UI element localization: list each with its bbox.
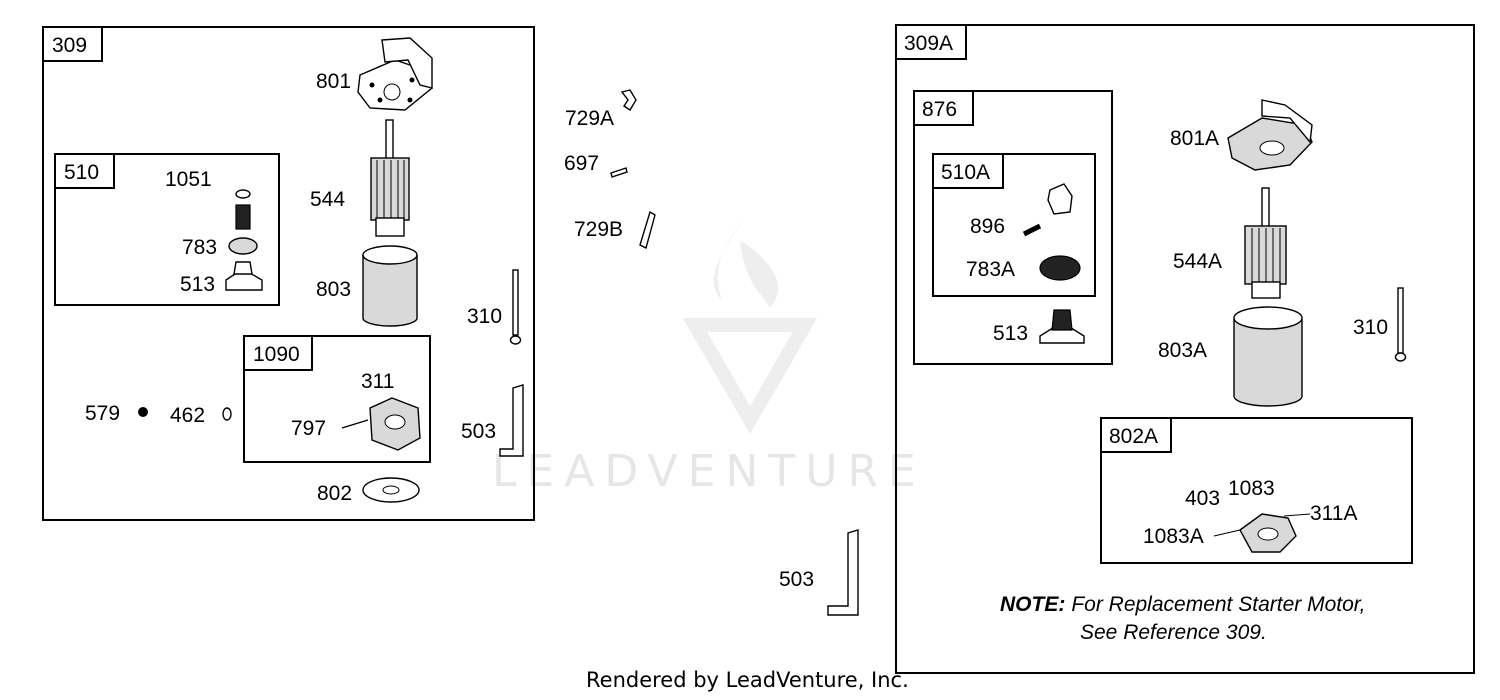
- box-510: 510 1051 783 513: [54, 153, 280, 306]
- part-1051-783-513-drawing: [225, 189, 263, 291]
- box-510-ref: 510: [64, 161, 99, 184]
- part-462-drawing: [222, 407, 232, 421]
- box-876: 876 510A 896 783A 513: [913, 90, 1113, 365]
- label-579[interactable]: 579: [85, 402, 120, 425]
- label-311A[interactable]: 311A: [1310, 502, 1358, 525]
- label-503-lower[interactable]: 503: [779, 568, 814, 591]
- label-513[interactable]: 513: [180, 273, 215, 296]
- box-1090: 1090 311 797: [243, 335, 431, 463]
- part-503-drawing: [499, 384, 524, 457]
- part-801A-drawing: [1227, 99, 1313, 171]
- box-309-ref: 309: [52, 34, 87, 57]
- part-729A-drawing: [620, 89, 637, 111]
- box-510A-ref: 510A: [941, 161, 990, 184]
- note-label: NOTE:: [1000, 593, 1065, 616]
- part-729B-drawing: [639, 210, 656, 250]
- label-503[interactable]: 503: [461, 420, 496, 443]
- label-1083A[interactable]: 1083A: [1143, 525, 1204, 548]
- watermark-text: LEADVENTURE: [492, 446, 926, 497]
- label-1083[interactable]: 1083: [1228, 477, 1275, 500]
- label-896[interactable]: 896: [970, 215, 1005, 238]
- label-544A[interactable]: 544A: [1173, 250, 1222, 273]
- label-803A[interactable]: 803A: [1158, 339, 1207, 362]
- label-462[interactable]: 462: [170, 404, 205, 427]
- box-1090-ref: 1090: [253, 343, 300, 366]
- box-802A-ref: 802A: [1109, 425, 1158, 448]
- box-309A: 309A 876 510A 896 783A 513: [895, 24, 1475, 674]
- label-513-A[interactable]: 513: [993, 322, 1028, 345]
- note-line1: For Replacement Starter Motor,: [1071, 593, 1365, 616]
- box-876-ref: 876: [922, 98, 957, 121]
- part-544-drawing: [370, 119, 410, 237]
- box-309: 309 801 544 803 51: [42, 26, 535, 521]
- label-729B[interactable]: 729B: [574, 218, 623, 241]
- watermark-logo: [682, 218, 818, 434]
- label-310-A[interactable]: 310: [1353, 316, 1388, 339]
- label-801A[interactable]: 801A: [1170, 127, 1219, 150]
- label-1051[interactable]: 1051: [165, 168, 212, 191]
- label-729A[interactable]: 729A: [565, 107, 614, 130]
- label-797[interactable]: 797: [291, 417, 326, 440]
- part-310-A-drawing: [1394, 287, 1407, 362]
- part-801-drawing: [357, 37, 433, 111]
- part-579-drawing: [138, 407, 148, 417]
- label-403[interactable]: 403: [1185, 487, 1220, 510]
- part-802-drawing: [362, 477, 420, 503]
- box-802A: 802A 403 1083 1083A 311A: [1100, 417, 1413, 564]
- label-802[interactable]: 802: [317, 482, 352, 505]
- label-697[interactable]: 697: [564, 152, 599, 175]
- part-310-drawing: [509, 269, 522, 345]
- part-783A-drawing: [1039, 255, 1081, 281]
- label-544[interactable]: 544: [310, 188, 345, 211]
- label-311[interactable]: 311: [361, 370, 394, 393]
- box-309A-ref: 309A: [904, 32, 953, 55]
- label-783A[interactable]: 783A: [966, 258, 1015, 281]
- box-510A: 510A 896 783A: [932, 153, 1096, 297]
- note-line2: See Reference 309.: [1080, 621, 1267, 644]
- loose-parts: 729A 697 729B 310 503 503: [461, 89, 859, 616]
- part-503-lower-drawing: [827, 529, 859, 616]
- part-697-drawing: [610, 167, 628, 178]
- part-513-A-drawing: [1039, 309, 1085, 344]
- svg-text:NOTE:For Replacement Starter M: NOTE: For Replacement Starter Motor,: [1000, 593, 1365, 616]
- part-311-797-drawing: [341, 397, 421, 451]
- footer-credit: Rendered by LeadVenture, Inc.: [586, 668, 909, 692]
- label-310[interactable]: 310: [467, 305, 502, 328]
- note: NOTE: For Replacement Starter Motor, See …: [1000, 593, 1365, 644]
- part-510A-spring-drawing: [1047, 183, 1073, 215]
- part-802A-drawing: [1213, 513, 1311, 553]
- part-803A-drawing: [1233, 306, 1303, 407]
- label-803[interactable]: 803: [316, 278, 351, 301]
- part-896-drawing: [1022, 223, 1042, 237]
- label-783[interactable]: 783: [182, 236, 217, 259]
- label-801[interactable]: 801: [316, 70, 351, 93]
- part-544A-drawing: [1244, 187, 1287, 299]
- part-803-drawing: [362, 245, 418, 327]
